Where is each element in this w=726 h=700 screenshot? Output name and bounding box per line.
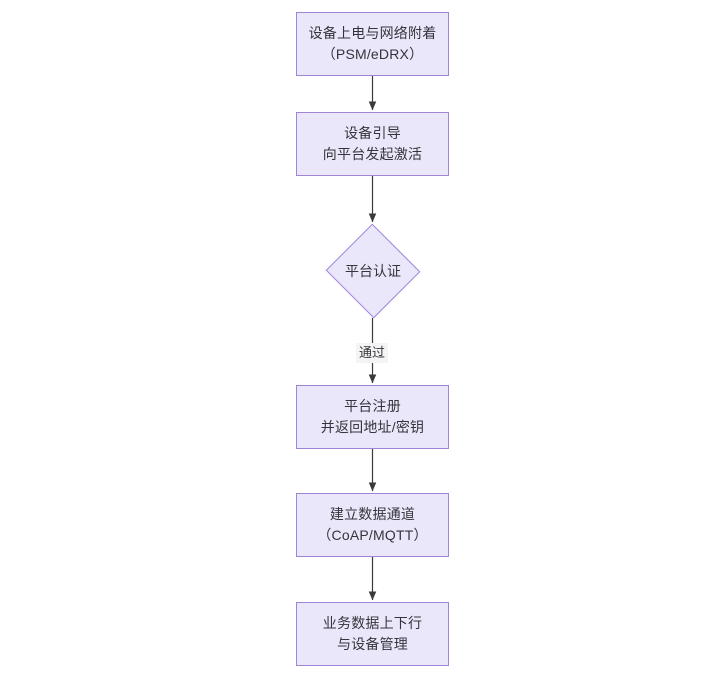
node-label-line2: 与设备管理 <box>337 636 408 652</box>
node-device-power-on[interactable]: 设备上电与网络附着 （PSM/eDRX） <box>296 12 449 76</box>
node-label-line1: 设备上电与网络附着 <box>308 25 437 41</box>
node-label-line1: 建立数据通道 <box>329 506 416 522</box>
node-platform-registration[interactable]: 平台注册 并返回地址/密钥 <box>296 385 449 449</box>
node-label-line2: （CoAP/MQTT） <box>317 527 428 543</box>
node-label-line1: 业务数据上下行 <box>322 615 423 631</box>
node-label-line1: 设备引导 <box>344 125 401 141</box>
node-platform-authentication[interactable]: 平台认证 <box>325 223 421 319</box>
node-label-line1: 平台认证 <box>345 262 401 279</box>
node-business-data-and-device-management[interactable]: 业务数据上下行 与设备管理 <box>296 602 449 666</box>
edge-label-pass: 通过 <box>356 343 389 363</box>
node-label-line2: 向平台发起激活 <box>322 146 423 162</box>
node-establish-data-channel[interactable]: 建立数据通道 （CoAP/MQTT） <box>296 493 449 557</box>
node-label-line1: 平台注册 <box>344 398 401 414</box>
node-device-bootstrap[interactable]: 设备引导 向平台发起激活 <box>296 112 449 176</box>
node-label-line2: （PSM/eDRX） <box>321 46 424 62</box>
node-label-line2: 并返回地址/密钥 <box>320 419 425 435</box>
